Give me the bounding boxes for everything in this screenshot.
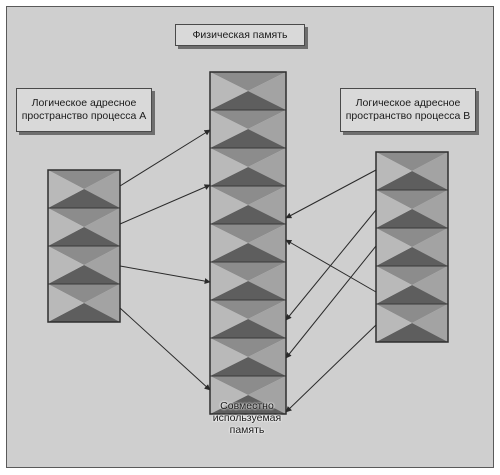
- physical-memory-page-3: [209, 147, 287, 187]
- mapping-arrow-5: [285, 169, 377, 219]
- physical-memory-page-7: [209, 299, 287, 339]
- physical-memory-page-2: [209, 109, 287, 149]
- physical-memory-column: [209, 71, 287, 415]
- mapping-arrow-3: [119, 265, 211, 285]
- mapping-arrow-4: [119, 307, 211, 391]
- process-b-label: Логическое адресное пространство процесс…: [340, 88, 476, 132]
- process-a-label: Логическое адресное пространство процесс…: [16, 88, 152, 132]
- process-b-page-5: [375, 303, 449, 343]
- process-a-page-2: [47, 207, 121, 247]
- mapping-arrow-1: [119, 129, 211, 187]
- mapping-arrows: [119, 129, 377, 413]
- process-a-column: [47, 169, 121, 323]
- process-a-page-3: [47, 245, 121, 285]
- physical-memory-page-5: [209, 223, 287, 263]
- process-a-page-4: [47, 283, 121, 323]
- physical-memory-page-9: [209, 375, 287, 415]
- mapping-arrow-7: [285, 209, 377, 321]
- physical-memory-page-6: [209, 261, 287, 301]
- mapping-arrow-8: [285, 245, 377, 359]
- physical-memory-title: Физическая память: [175, 24, 305, 46]
- process-b-page-2: [375, 189, 449, 229]
- physical-memory-page-1: [209, 71, 287, 111]
- mapping-arrow-9: [285, 324, 377, 413]
- process-b-page-4: [375, 265, 449, 305]
- shared-memory-label: Совместно используемая память: [212, 400, 282, 436]
- process-b-page-1: [375, 151, 449, 191]
- physical-memory-page-4: [209, 185, 287, 225]
- mapping-arrow-6: [285, 239, 377, 293]
- mapping-arrow-2: [119, 184, 211, 225]
- physical-memory-page-8: [209, 337, 287, 377]
- process-b-page-3: [375, 227, 449, 267]
- process-a-page-1: [47, 169, 121, 209]
- process-b-column: [375, 151, 449, 343]
